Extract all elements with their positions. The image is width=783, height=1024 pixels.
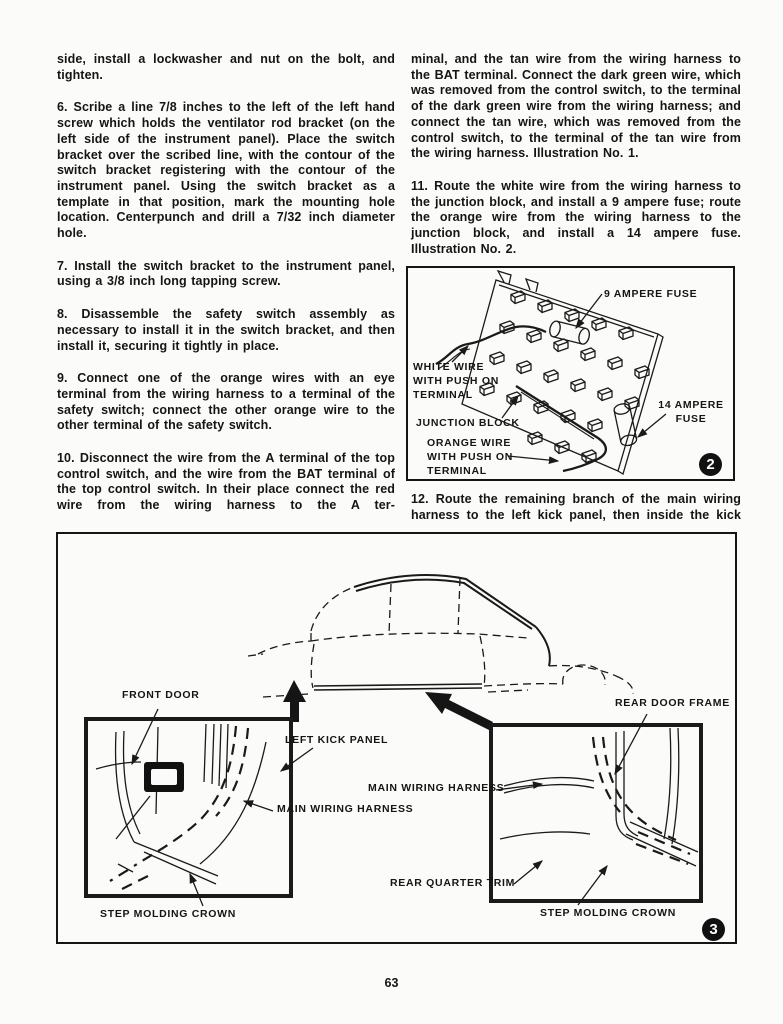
label-white-wire: WHITE WIRE WITH PUSH ON TERMINAL xyxy=(413,361,499,401)
car-profile-dashed xyxy=(247,577,634,698)
label-main-wiring-harness-left: MAIN WIRING HARNESS xyxy=(277,803,414,815)
page-number: 63 xyxy=(384,976,399,990)
junction-block-drawing xyxy=(435,269,667,475)
illustration-3-badge: 3 xyxy=(702,918,725,941)
paragraph-step-10-continued: minal, and the tan wire from the wiring … xyxy=(411,52,741,161)
fuse-9-ampere xyxy=(549,320,590,345)
label-step-molding-crown-left: STEP MOLDING CROWN xyxy=(100,908,237,920)
label-rear-quarter-trim: REAR QUARTER TRIM xyxy=(390,877,516,889)
right-inset-box xyxy=(489,723,703,903)
left-column: side, install a lockwasher and nut on th… xyxy=(57,52,395,531)
label-9-ampere-fuse: 9 AMPERE FUSE xyxy=(604,288,698,300)
white-wire xyxy=(435,325,547,366)
illustration-3-harness-routing: FRONT DOOR LEFT KICK PANEL REAR DOOR FRA… xyxy=(56,532,737,944)
car-profile-solid xyxy=(313,574,551,691)
label-step-molding-crown-right: STEP MOLDING CROWN xyxy=(540,907,677,919)
rear-door-frame-drawing xyxy=(499,727,699,867)
label-front-door: FRONT DOOR xyxy=(122,689,200,701)
right-column: minal, and the tan wire from the wiring … xyxy=(411,52,741,274)
car-body-drawing xyxy=(84,574,703,907)
label-rear-door-frame: REAR DOOR FRAME xyxy=(615,697,730,709)
illustration-2-junction-block: 9 AMPERE FUSE WHITE WIRE WITH PUSH ON TE… xyxy=(406,266,735,481)
right-inset-arrow xyxy=(425,692,493,730)
paragraph-step-12: 12. Route the remaining branch of the ma… xyxy=(411,492,741,540)
paragraph-step-6: 6. Scribe a line 7/8 inches to the left … xyxy=(57,100,395,241)
label-orange-wire: ORANGE WIRE WITH PUSH ON TERMINAL xyxy=(427,437,513,477)
label-main-wiring-harness-right: MAIN WIRING HARNESS xyxy=(368,782,505,794)
paragraph-step-12-text: 12. Route the remaining branch of the ma… xyxy=(411,492,741,522)
left-inset-arrow xyxy=(283,680,306,722)
illustration-2-badge: 2 xyxy=(699,453,722,476)
paragraph-step-9: 9. Connect one of the orange wires with … xyxy=(57,371,395,433)
paragraph-continued: side, install a lockwasher and nut on th… xyxy=(57,52,395,82)
fuse-14-ampere xyxy=(613,403,638,447)
label-junction-block: JUNCTION BLOCK xyxy=(416,417,520,429)
label-left-kick-panel: LEFT KICK PANEL xyxy=(285,734,389,746)
paragraph-step-8: 8. Disassemble the safety switch assembl… xyxy=(57,307,395,353)
paragraph-step-11: 11. Route the white wire from the wiring… xyxy=(411,178,741,256)
left-inset-box xyxy=(84,717,293,898)
front-door-jamb-drawing xyxy=(95,723,267,891)
paragraph-step-7: 7. Install the switch bracket to the ins… xyxy=(57,258,395,289)
orange-wire xyxy=(515,385,608,473)
label-14-ampere-fuse: 14 AMPERE FUSE xyxy=(658,399,724,425)
paragraph-step-10: 10. Disconnect the wire from the A termi… xyxy=(57,451,395,513)
